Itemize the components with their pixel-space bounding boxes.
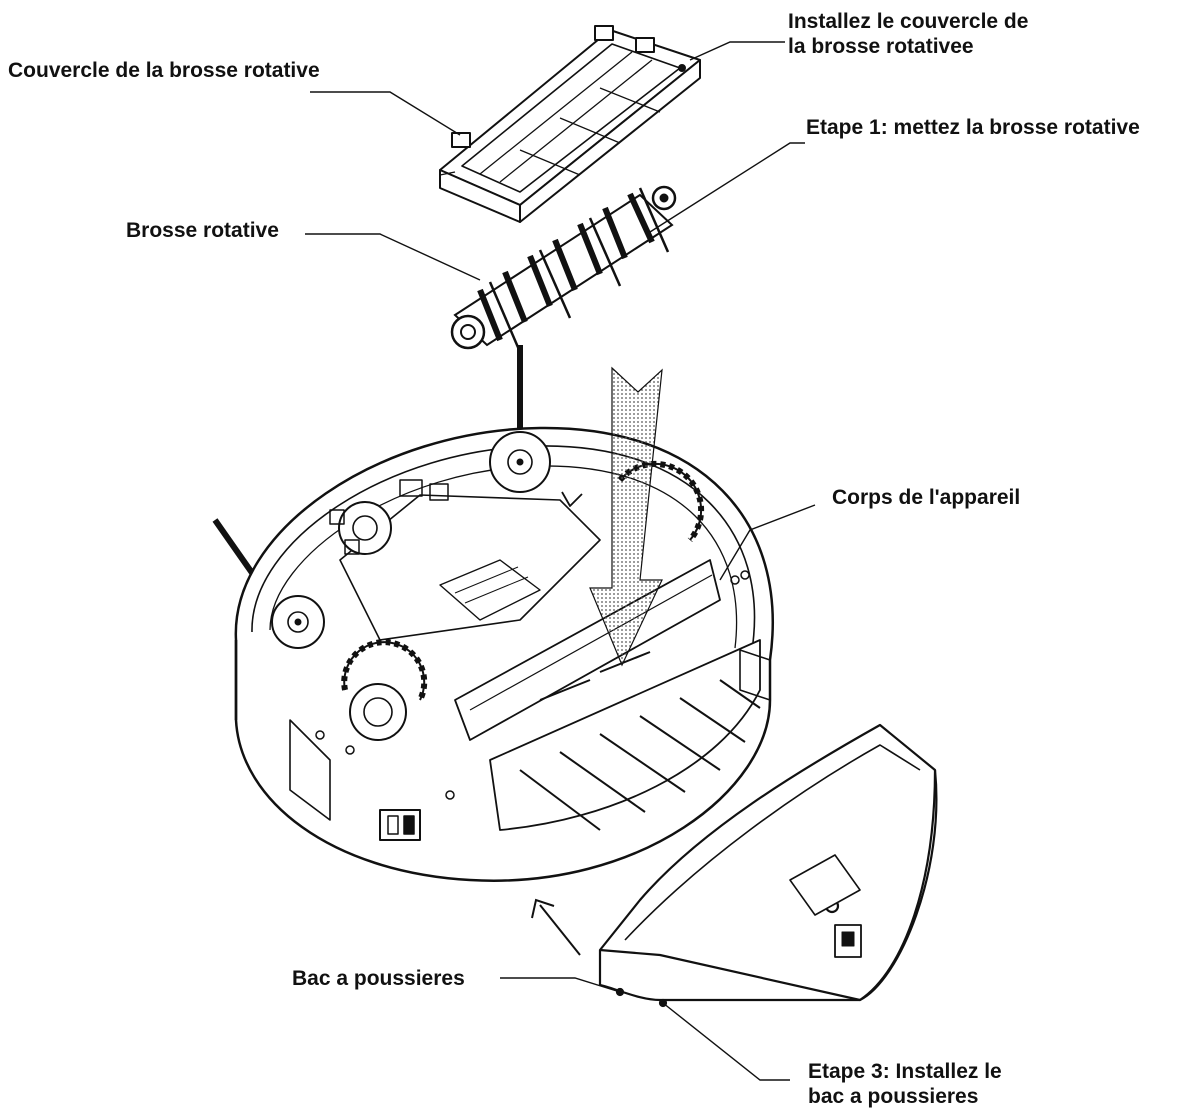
robot-body <box>234 426 775 882</box>
brush-cover <box>439 25 701 223</box>
insert-bin-arrow <box>531 898 581 956</box>
rotating-brush <box>450 185 677 353</box>
leader-lines <box>305 41 816 1081</box>
step3-line-1: Etape 3: Installez le <box>808 1060 1002 1083</box>
dust-bin <box>598 723 938 1008</box>
install-cover-label: Installez le couvercle de la brosse rota… <box>788 9 1028 59</box>
step3-line-2: bac a poussieres <box>808 1085 979 1108</box>
rotating-brush-label: Brosse rotative <box>126 219 279 242</box>
install-cover-line-2: la brosse rotativee <box>788 35 974 58</box>
robot-body-label: Corps de l'appareil <box>832 486 1021 509</box>
insert-brush-arrow <box>589 366 663 667</box>
step1-label: Etape 1: mettez la brosse rotative <box>806 116 1140 139</box>
install-cover-line-1: Installez le couvercle de <box>788 10 1029 33</box>
brush-cover-label: Couvercle de la brosse rotative <box>8 59 320 82</box>
dust-bin-label: Bac a poussieres <box>292 967 465 990</box>
step3-label: Etape 3: Installez le bac a poussieres <box>808 1059 1002 1109</box>
